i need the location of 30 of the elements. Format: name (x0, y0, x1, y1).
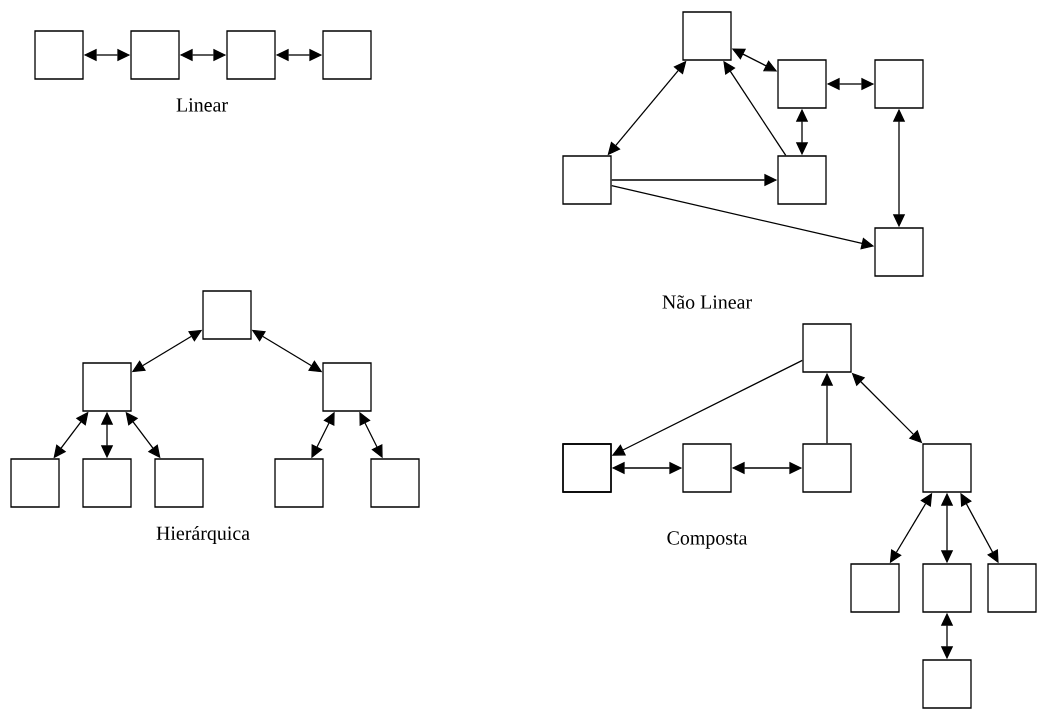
box (130, 30, 180, 80)
box (274, 458, 324, 508)
box (874, 59, 924, 109)
box (682, 443, 732, 493)
caption: Linear (176, 98, 228, 112)
box (370, 458, 420, 508)
box (802, 443, 852, 493)
caption: Hierárquica (156, 525, 250, 545)
box (82, 362, 132, 412)
box (850, 563, 900, 613)
caption: Composta (667, 531, 748, 549)
box (987, 563, 1037, 613)
box (562, 155, 612, 205)
box (34, 30, 84, 80)
box (777, 59, 827, 109)
box (82, 458, 132, 508)
box (226, 30, 276, 80)
box (322, 30, 372, 80)
box (922, 443, 972, 493)
box (777, 155, 827, 205)
box (874, 227, 924, 277)
caption: Não Linear (662, 295, 752, 309)
box (682, 11, 732, 61)
box (10, 458, 60, 508)
box (802, 323, 852, 373)
box (202, 290, 252, 340)
box (154, 458, 204, 508)
box (922, 659, 972, 709)
box (322, 362, 372, 412)
box (922, 563, 972, 613)
